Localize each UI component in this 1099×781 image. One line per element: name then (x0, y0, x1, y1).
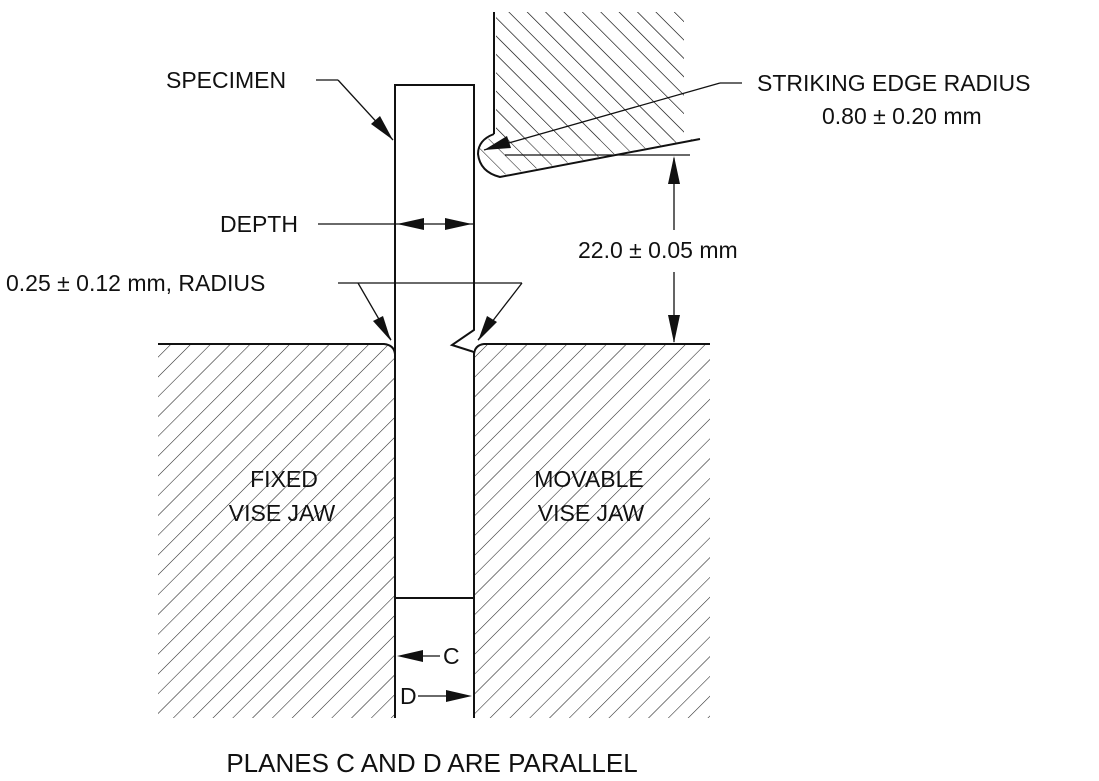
height-dimension (505, 154, 690, 343)
notch-radius-label: 0.25 ± 0.12 mm, RADIUS (6, 270, 265, 296)
depth-dimension (318, 218, 474, 230)
plane-c-marker (397, 650, 440, 662)
caption: PLANES C AND D ARE PARALLEL (226, 748, 637, 778)
depth-label: DEPTH (220, 211, 298, 237)
notch-radius-leader (338, 282, 523, 341)
striking-edge-label-line2: 0.80 ± 0.20 mm (822, 103, 982, 129)
striking-edge-label-line1: STRIKING EDGE RADIUS (757, 70, 1030, 96)
movable-jaw-label-line1: MOVABLE (534, 466, 644, 492)
specimen-bar (394, 84, 475, 718)
fixed-jaw-label-line2: VISE JAW (229, 500, 336, 526)
specimen-label: SPECIMEN (166, 67, 286, 93)
height-dimension-label: 22.0 ± 0.05 mm (578, 237, 738, 263)
movable-jaw-label-line2: VISE JAW (538, 500, 645, 526)
specimen-leader (316, 79, 394, 141)
striking-edge-leader (483, 82, 742, 151)
fixed-jaw-label-line1: FIXED (250, 466, 318, 492)
plane-d-marker (418, 690, 472, 702)
plane-c-label: C (443, 643, 460, 669)
fixed-vise-jaw (158, 343, 396, 718)
striker (476, 12, 701, 179)
plane-d-label: D (400, 683, 417, 709)
movable-vise-jaw (473, 343, 710, 718)
